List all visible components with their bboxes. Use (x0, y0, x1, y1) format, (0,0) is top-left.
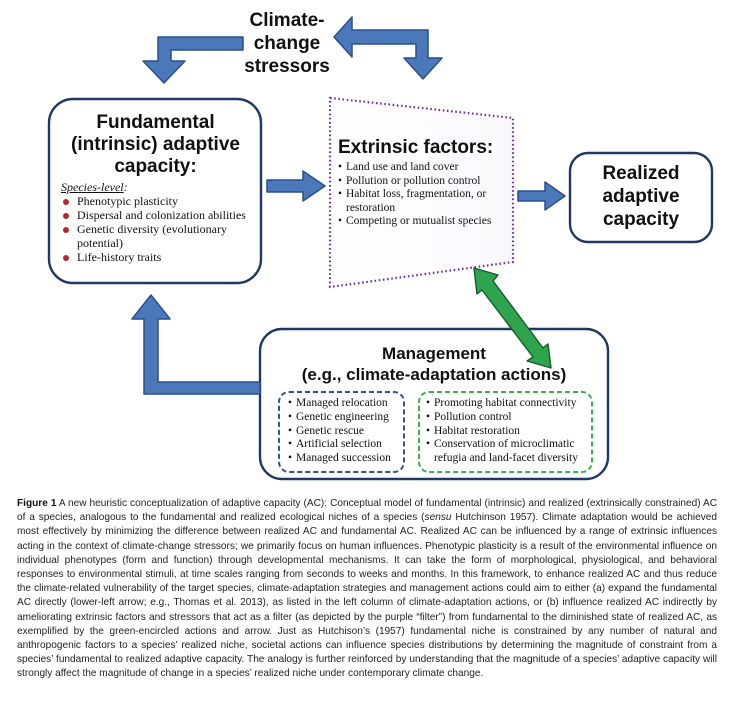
species-level-heading: Species-level: (61, 180, 258, 194)
list-item: •Conservation of microclimatic refugia a… (426, 438, 579, 465)
fundamental-box-frame (47, 97, 263, 285)
list-item: •Pollution or pollution control (338, 174, 481, 187)
list-item: •Genetic engineering (288, 410, 389, 423)
list-item: •Competing or mutualist species (338, 215, 492, 227)
fundamental-to-extrinsic-arrow (266, 170, 326, 202)
fundamental-box: Fundamental (intrinsic) adaptive capacit… (53, 112, 258, 264)
bullet-icon: • (338, 188, 343, 200)
fundamental-title-line-2: (intrinsic) adaptive (71, 134, 240, 155)
list-item: •Artificial selection (288, 438, 382, 451)
management-box-frame (258, 327, 610, 481)
diagram-graphics (47, 16, 714, 481)
red-dot-bullet-icon (63, 199, 69, 205)
list-item: •Managed relocation (288, 397, 388, 409)
indirect-actions-list: •Promoting habitat connectivity •Polluti… (426, 397, 588, 466)
bullet-icon: • (288, 397, 293, 409)
indirect-actions-dashed-box (418, 391, 593, 473)
management-title: Management (e.g., climate-adaptation act… (262, 343, 606, 385)
fundamental-title-line-3: capacity: (114, 156, 197, 177)
realized-line-3: capacity (602, 209, 680, 230)
figure-label: Figure 1 (17, 498, 57, 509)
management-title-line-2: (e.g., climate-adaptation actions) (301, 365, 567, 384)
list-item: •Pollution control (426, 410, 512, 423)
list-item: Life-history traits (61, 250, 258, 264)
stressors-line-1: Climate- (249, 10, 325, 31)
figure-caption: Figure 1 A new heuristic conceptualizati… (17, 497, 717, 682)
management-title-line-1: Management (382, 344, 486, 363)
management-extrinsic-double-arrow (473, 267, 552, 369)
stressors-line-2: change (253, 33, 321, 54)
list-item: Dispersal and colonization abilities (61, 208, 258, 222)
extrinsic-box: Extrinsic factors: •Land use and land co… (338, 137, 510, 229)
stressors-to-fundamental-arrow (142, 36, 244, 84)
species-level-label: Species-level (61, 180, 124, 194)
extrinsic-title: Extrinsic factors: (338, 137, 494, 158)
concept-diagram: Climate- change stressors Fundamental (i… (47, 9, 714, 481)
fundamental-title: Fundamental (intrinsic) adaptive capacit… (53, 112, 258, 178)
bullet-icon: • (426, 410, 431, 423)
list-item: Genetic diversity (evolutionary potentia… (61, 222, 258, 250)
realized-line-1: Realized (602, 163, 680, 184)
list-item: •Genetic rescue (288, 424, 365, 437)
bullet-icon: • (426, 424, 431, 437)
extrinsic-factor-list: •Land use and land cover •Pollution or p… (338, 161, 510, 229)
list-item: Phenotypic plasticity (61, 194, 258, 208)
list-item: •Habitat restoration (426, 424, 520, 437)
bullet-icon: • (426, 397, 431, 409)
list-item: •Promoting habitat connectivity (426, 397, 577, 409)
bullet-icon: • (288, 424, 293, 437)
red-dot-bullet-icon (63, 227, 69, 233)
realized-box: Realized adaptive capacity (572, 162, 710, 231)
red-dot-bullet-icon (63, 213, 69, 219)
list-item: •Managed succession (288, 452, 391, 465)
caption-text-2: Hutchinson 1957). Climate adaptation wou… (17, 512, 717, 680)
extrinsic-to-realized-arrow (517, 181, 566, 211)
realized-line-2: adaptive (602, 186, 680, 207)
red-dot-bullet-icon (63, 255, 69, 261)
bullet-icon: • (288, 410, 293, 423)
bullet-icon: • (288, 438, 293, 451)
realized-box-frame (568, 151, 714, 244)
caption-text-1: A new heuristic conceptualization of ada… (17, 498, 718, 524)
fundamental-list-block: Species-level: Phenotypic plasticity Dis… (53, 180, 258, 264)
direct-actions-dashed-box (278, 391, 405, 473)
list-item: •Land use and land cover (338, 161, 459, 173)
bullet-icon: • (338, 161, 343, 173)
list-item: •Habitat loss, fragmentation, or restora… (338, 188, 487, 214)
stressors-line-3: stressors (244, 56, 330, 77)
caption-italic: sensu (424, 512, 452, 524)
species-level-colon: : (123, 180, 128, 194)
direct-actions-list: •Managed relocation •Genetic engineering… (288, 397, 402, 466)
bullet-icon: • (288, 452, 293, 465)
stressors-to-extrinsic-arrow (333, 16, 443, 80)
bullet-icon: • (338, 174, 343, 187)
stressors-label: Climate- change stressors (232, 9, 342, 78)
fundamental-trait-list: Phenotypic plasticity Dispersal and colo… (61, 194, 258, 264)
extrinsic-filter-trapezoid (328, 96, 515, 289)
management-to-fundamental-arrow (131, 294, 261, 395)
bullet-icon: • (338, 215, 343, 227)
fundamental-title-line-1: Fundamental (96, 112, 215, 133)
bullet-icon: • (426, 438, 431, 451)
